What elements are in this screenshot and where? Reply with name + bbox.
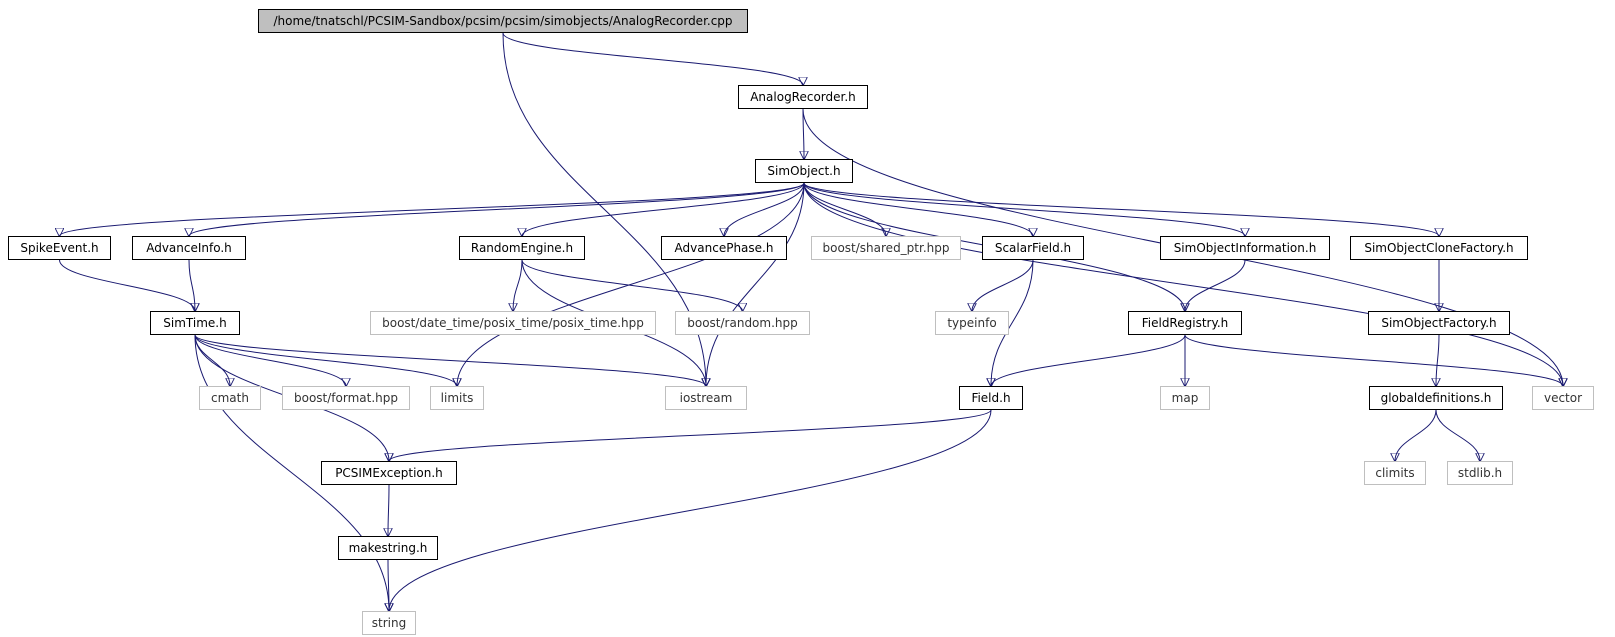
edge-simobject_h-to-simobjectinformation_h — [803, 182, 1245, 236]
edge-simobjectfactory_h-to-globaldefinitions_h — [1436, 334, 1439, 386]
edge-field_h-to-pcsimexception_h — [389, 409, 992, 461]
node-simtime-h[interactable]: SimTime.h — [150, 311, 240, 335]
edge-fieldregistry_h-to-field_h — [991, 334, 1186, 386]
edge-field_h-to-string — [389, 409, 992, 611]
node-cmath[interactable]: cmath — [199, 386, 261, 410]
edge-simobject_h-to-limits — [457, 182, 805, 386]
edge-simtime_h-to-limits — [194, 334, 457, 386]
node-randomengine-h[interactable]: RandomEngine.h — [459, 236, 585, 260]
edge-makestring_h-to-string — [388, 559, 389, 611]
edge-globaldefinitions_h-to-climits — [1395, 409, 1437, 461]
node-string[interactable]: string — [362, 611, 416, 635]
node-vector[interactable]: vector — [1532, 386, 1594, 410]
node-typeinfo[interactable]: typeinfo — [935, 311, 1009, 335]
node-simobjectfactory-h[interactable]: SimObjectFactory.h — [1368, 311, 1510, 335]
node-spikeevent-h[interactable]: SpikeEvent.h — [8, 236, 111, 260]
edge-simobject_h-to-advanceinfo_h — [189, 182, 805, 236]
node-stdlib-h[interactable]: stdlib.h — [1447, 461, 1513, 485]
edge-simobject_h-to-vector — [803, 182, 1563, 386]
edge-simobject_h-to-randomengine_h — [522, 182, 805, 236]
node-field-h[interactable]: Field.h — [959, 386, 1023, 410]
edge-globaldefinitions_h-to-stdlib_h — [1435, 409, 1480, 461]
node-analogrecorder-h[interactable]: AnalogRecorder.h — [738, 85, 868, 109]
edge-scalarfield_h-to-field_h — [991, 259, 1034, 386]
node-pcsimexception-h[interactable]: PCSIMException.h — [321, 461, 457, 485]
node-advancephase-h[interactable]: AdvancePhase.h — [661, 236, 787, 260]
node-boost-random[interactable]: boost/random.hpp — [675, 311, 810, 335]
edge-pcsimexception_h-to-makestring_h — [388, 484, 389, 536]
edge-randomengine_h-to-boost_random — [521, 259, 743, 311]
edge-simtime_h-to-iostream — [194, 334, 706, 386]
node-advanceinfo-h[interactable]: AdvanceInfo.h — [132, 236, 246, 260]
node-map[interactable]: map — [1160, 386, 1210, 410]
edge-simtime_h-to-boost_format — [194, 334, 346, 386]
edge-scalarfield_h-to-typeinfo — [972, 259, 1034, 311]
node-boost-shared-ptr[interactable]: boost/shared_ptr.hpp — [811, 236, 961, 260]
node-simobject-h[interactable]: SimObject.h — [755, 159, 853, 183]
edge-simobjectinformation_h-to-fieldregistry_h — [1185, 259, 1246, 311]
node-simobjectinformation-h[interactable]: SimObjectInformation.h — [1160, 236, 1330, 260]
edge-simtime_h-to-string — [194, 334, 389, 611]
edge-simobject_h-to-scalarfield_h — [803, 182, 1033, 236]
node-iostream[interactable]: iostream — [665, 386, 747, 410]
edge-simobject_h-to-spikeevent_h — [60, 182, 805, 236]
edge-simobject_h-to-boost_shared_ptr — [803, 182, 886, 236]
node-makestring-h[interactable]: makestring.h — [338, 536, 438, 560]
edge-simobject_h-to-advancephase_h — [724, 182, 805, 236]
node-fieldregistry-h[interactable]: FieldRegistry.h — [1128, 311, 1242, 335]
node-globaldefinitions-h[interactable]: globaldefinitions.h — [1369, 386, 1503, 410]
node-analogrecorder-cpp[interactable]: /home/tnatschl/PCSIM-Sandbox/pcsim/pcsim… — [258, 9, 748, 33]
node-scalarfield-h[interactable]: ScalarField.h — [982, 236, 1084, 260]
edge-analogrecorder_cpp-to-analogrecorder_h — [502, 32, 803, 85]
node-simobjectclonefactory-h[interactable]: SimObjectCloneFactory.h — [1350, 236, 1528, 260]
edge-fieldregistry_h-to-vector — [1184, 334, 1563, 386]
edge-randomengine_h-to-boost_posix_time — [513, 259, 523, 311]
edge-simobject_h-to-iostream — [706, 182, 805, 386]
edge-simobject_h-to-simobjectclonefactory_h — [803, 182, 1439, 236]
node-boost-posix-time[interactable]: boost/date_time/posix_time/posix_time.hp… — [370, 311, 656, 335]
edge-advanceinfo_h-to-simtime_h — [188, 259, 195, 311]
node-climits[interactable]: climits — [1364, 461, 1426, 485]
node-boost-format[interactable]: boost/format.hpp — [282, 386, 410, 410]
edge-spikeevent_h-to-simtime_h — [59, 259, 196, 311]
node-limits[interactable]: limits — [430, 386, 484, 410]
edge-simtime_h-to-cmath — [194, 334, 230, 386]
